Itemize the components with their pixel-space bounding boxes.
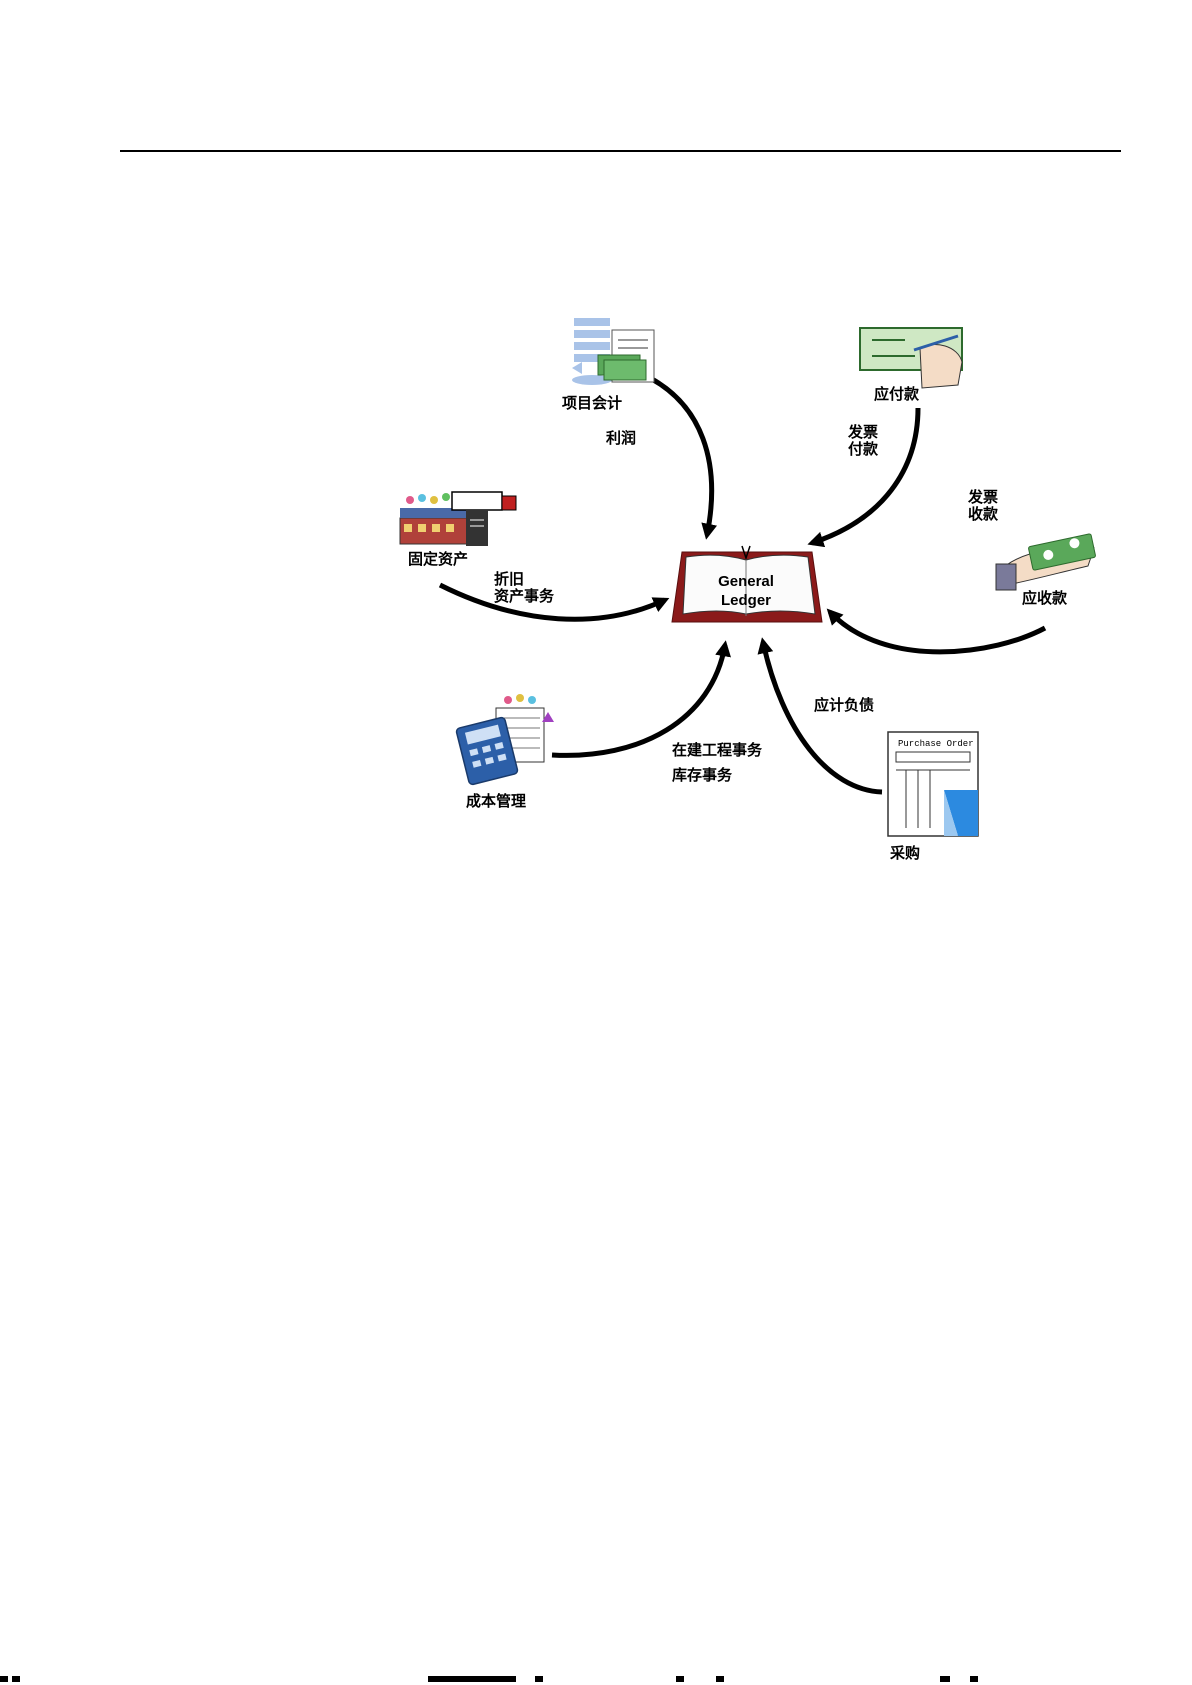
- label-wip-transactions: 在建工程事务: [672, 741, 763, 759]
- label-cost-management: 成本管理: [466, 792, 526, 810]
- label-payment: 付款: [848, 440, 879, 458]
- purchase-order-title: Purchase Order: [898, 739, 974, 749]
- flowchart-document-icon: [572, 318, 654, 385]
- purchase-order-icon: Purchase Order: [888, 732, 978, 836]
- factory-truck-icon: [400, 492, 516, 546]
- calculator-ledger-icon: [456, 694, 554, 785]
- footer-scan-artifacts: [0, 1674, 1192, 1685]
- label-profit: 利润: [606, 429, 636, 447]
- check-signing-icon: [860, 328, 962, 388]
- label-asset-transactions: 资产事务: [494, 587, 555, 605]
- arrow-project-to-ledger: [650, 378, 712, 535]
- arrow-purchasing-to-ledger: [763, 642, 882, 792]
- arrow-receivables-to-ledger: [830, 612, 1045, 652]
- ledger-label-line1: General: [718, 573, 774, 590]
- label-fixed-assets: 固定资产: [408, 550, 468, 568]
- label-invoice-1: 发票: [847, 423, 878, 441]
- label-purchasing: 采购: [889, 844, 920, 862]
- ledger-label-line2: Ledger: [721, 592, 771, 609]
- label-depreciation: 折旧: [494, 570, 524, 588]
- general-ledger-flow-diagram: General Ledger 项目会计 利润 应付款 发票 付款: [0, 0, 1192, 900]
- label-inventory-transactions: 库存事务: [672, 766, 733, 784]
- label-invoice-2: 发票: [967, 488, 998, 506]
- label-payables: 应付款: [874, 385, 920, 403]
- label-accrued-liabilities: 应计负债: [814, 696, 874, 714]
- label-receivables: 应收款: [1022, 589, 1068, 607]
- arrow-cost-to-ledger: [552, 645, 725, 755]
- label-project-accounting: 项目会计: [562, 394, 622, 412]
- hand-money-icon: [996, 534, 1096, 590]
- label-receipt: 收款: [968, 505, 999, 523]
